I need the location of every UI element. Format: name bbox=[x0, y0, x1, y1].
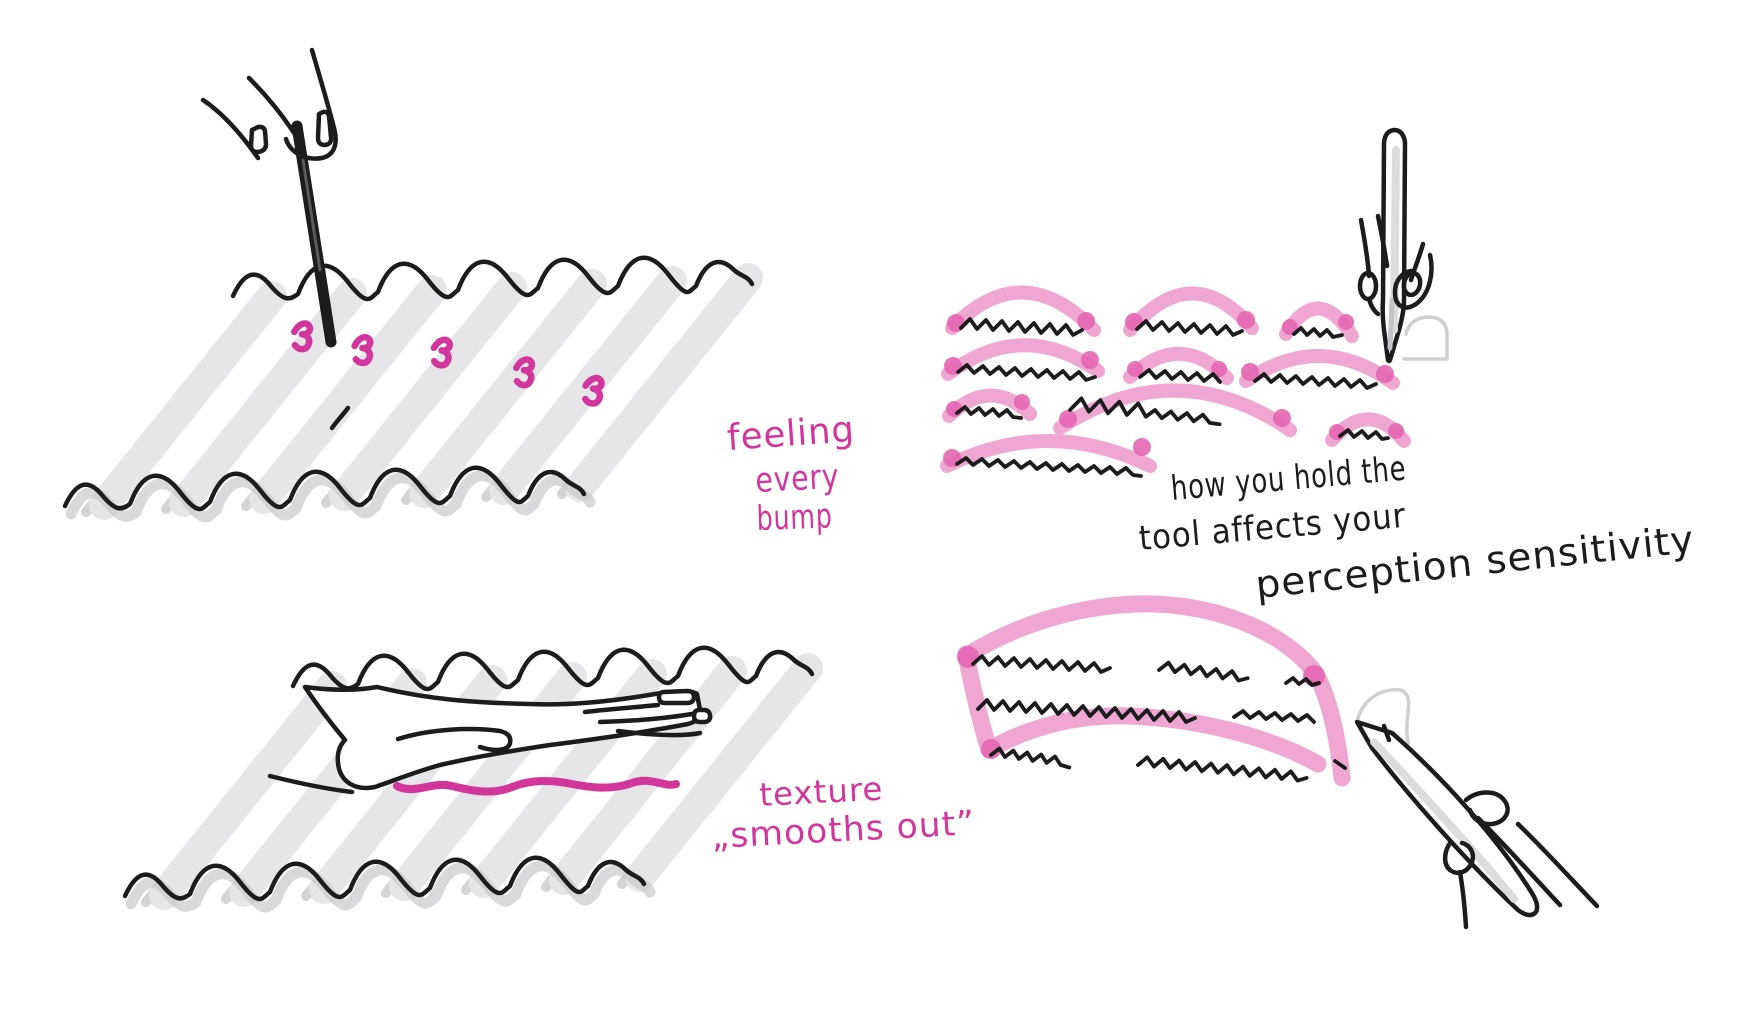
label-line: texture bbox=[758, 770, 884, 814]
sheet-crease-line bbox=[329, 405, 351, 431]
pink-band-bottom bbox=[980, 707, 1327, 773]
corrugated-sheet-icon bbox=[125, 648, 812, 907]
pink-dot bbox=[981, 739, 1001, 759]
bump-squiggle bbox=[431, 338, 453, 367]
texture-scribbles bbox=[955, 317, 1390, 478]
finger-nail bbox=[1401, 270, 1423, 298]
pink-band-top bbox=[957, 595, 1325, 683]
pink-dot bbox=[1376, 365, 1394, 383]
scribble-line bbox=[989, 746, 1072, 770]
arc-end-dots bbox=[943, 311, 1404, 467]
faint-hand-silhouette bbox=[1355, 688, 1411, 746]
label-texture-smooths-out: texture „smooths out” bbox=[710, 770, 976, 857]
finger-nail bbox=[656, 688, 697, 706]
finger-under-line bbox=[615, 728, 703, 738]
label-line: every bbox=[754, 457, 840, 501]
scribble-line bbox=[1136, 755, 1309, 783]
label-line: „smooths out” bbox=[710, 803, 976, 857]
texture-scribbles bbox=[971, 654, 1347, 783]
panel-flat-hand-on-sheet bbox=[125, 648, 812, 907]
pink-dot bbox=[1273, 409, 1291, 427]
pinching-fingers-icon bbox=[200, 47, 338, 161]
scribble-line bbox=[1068, 396, 1222, 427]
finger-curl bbox=[1392, 252, 1434, 310]
finger-outline bbox=[1408, 241, 1426, 283]
pink-dot bbox=[1338, 314, 1354, 330]
scribble-line bbox=[1253, 372, 1378, 390]
finger-gap-line bbox=[246, 75, 297, 136]
pen-held-flat-icon bbox=[1354, 688, 1600, 930]
finger-separation-line bbox=[582, 702, 661, 715]
pink-arc bbox=[1053, 383, 1297, 437]
scribble-line bbox=[955, 405, 1023, 420]
index-nail bbox=[315, 109, 334, 148]
loose-grip-fingers-icon bbox=[1442, 790, 1600, 930]
faint-hand-silhouette bbox=[1402, 315, 1449, 361]
scribble-line bbox=[1138, 368, 1222, 384]
pink-dot bbox=[957, 646, 979, 668]
scribble-line bbox=[1338, 428, 1390, 441]
pink-dot bbox=[1211, 361, 1227, 377]
pink-arc bbox=[941, 338, 1105, 381]
pink-arc bbox=[1239, 349, 1400, 390]
pinching-fingers-icon bbox=[1357, 213, 1434, 317]
panel-stylus-on-sheet bbox=[65, 47, 752, 517]
pink-dot bbox=[1127, 361, 1143, 377]
scribble-line bbox=[1135, 319, 1244, 337]
pencil-tip-shading bbox=[1387, 297, 1395, 351]
thumb-nail bbox=[248, 124, 269, 155]
note-hold-tool: how you hold the tool affects your perce… bbox=[1137, 449, 1696, 607]
label-feeling-every-bump: feeling every bump bbox=[726, 409, 857, 539]
pink-dot bbox=[1237, 311, 1255, 329]
smooth-stroke-line bbox=[393, 776, 680, 796]
arc-marks-group bbox=[940, 285, 1411, 478]
thumb-curl bbox=[1442, 840, 1476, 875]
bump-squiggle bbox=[292, 322, 313, 350]
scribble-line bbox=[976, 698, 1197, 724]
pink-dot bbox=[1077, 312, 1095, 330]
pink-dot bbox=[1282, 319, 1298, 335]
pink-dot bbox=[1059, 410, 1077, 428]
scribble-line bbox=[1157, 660, 1250, 683]
pink-dot bbox=[1133, 438, 1151, 456]
pen-held-upright-icon bbox=[1357, 127, 1449, 364]
pink-dot bbox=[1081, 351, 1099, 369]
pencil-shading bbox=[1370, 738, 1518, 903]
corrugated-sheet-icon bbox=[65, 258, 752, 517]
label-line: bump bbox=[756, 496, 833, 539]
finger-outline bbox=[1358, 217, 1372, 279]
finger-line bbox=[1475, 815, 1563, 908]
flat-hand-icon bbox=[302, 684, 713, 791]
pink-arc bbox=[945, 285, 1101, 337]
stylus-highlight bbox=[301, 158, 322, 272]
sheet-edge-line bbox=[267, 773, 355, 795]
pink-dot bbox=[1388, 423, 1404, 439]
finger-outline bbox=[1366, 296, 1381, 317]
pink-dot bbox=[1241, 363, 1259, 381]
index-finger-outline bbox=[283, 47, 338, 161]
scribble-line bbox=[1292, 326, 1344, 339]
scribble-line bbox=[959, 317, 1084, 337]
finger-nail bbox=[691, 707, 713, 725]
scribble-line bbox=[1232, 709, 1316, 724]
finger-separation-line bbox=[597, 711, 695, 725]
pencil-tick-mark bbox=[1333, 759, 1347, 770]
finger-line bbox=[1515, 821, 1600, 909]
pink-arc bbox=[1123, 286, 1259, 337]
scribble-line bbox=[956, 363, 1097, 382]
scribble-line bbox=[1284, 676, 1321, 687]
pink-dot bbox=[1014, 394, 1030, 410]
knuckle-line bbox=[395, 726, 513, 753]
swath-marks-group bbox=[957, 595, 1351, 787]
scribble-line bbox=[971, 654, 1112, 674]
scribble-line bbox=[955, 456, 1143, 478]
finger-gap-line bbox=[1375, 213, 1390, 269]
pencil-tip-notch bbox=[1381, 723, 1392, 743]
label-line: feeling bbox=[726, 409, 857, 459]
pink-arc bbox=[940, 434, 1157, 473]
thumb-line bbox=[1457, 869, 1469, 930]
